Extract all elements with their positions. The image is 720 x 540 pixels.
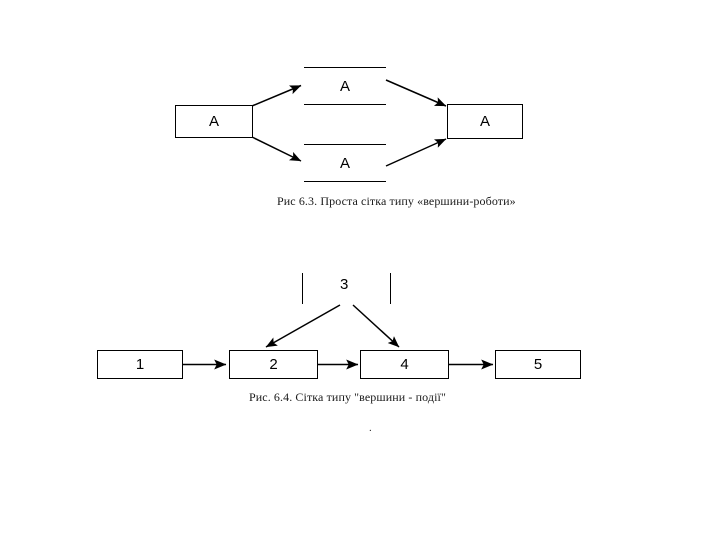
node-middle-bottom-a-label: A	[339, 154, 350, 172]
node-3-tick-right	[390, 273, 391, 304]
node-4[interactable]: 4	[360, 350, 449, 379]
node-1[interactable]: 1	[97, 350, 183, 379]
node-2-label: 2	[269, 356, 278, 373]
figure-6-4-caption: Рис. 6.4. Сітка типу "вершини - події"	[249, 390, 446, 404]
edge-start-to-top	[251, 84, 302, 107]
node-middle-top-a[interactable]: A	[304, 67, 386, 105]
edge-3-to-4	[352, 304, 400, 348]
node-2[interactable]: 2	[229, 350, 318, 379]
edge-3-to-2	[265, 304, 341, 348]
node-end-a[interactable]: A	[447, 104, 523, 139]
edge-top-to-end	[385, 79, 447, 107]
node-start-a[interactable]: A	[175, 105, 253, 138]
edge-start-to-bottom	[251, 136, 302, 162]
node-middle-top-a-label: A	[339, 77, 350, 95]
node-middle-bottom-a[interactable]: A	[304, 144, 386, 182]
node-start-a-label: A	[208, 113, 219, 130]
node-4-label: 4	[400, 356, 409, 373]
node-5[interactable]: 5	[495, 350, 581, 379]
node-3-tick-left	[302, 273, 303, 304]
node-3-label[interactable]: 3	[340, 276, 349, 293]
node-1-label: 1	[135, 356, 145, 373]
figure-6-3-caption: Рис 6.3. Проста сітка типу «вершини-робо…	[277, 194, 516, 208]
stray-punctuation-mark: .	[369, 422, 372, 434]
edge-bottom-to-end	[385, 138, 447, 167]
node-end-a-label: A	[479, 113, 490, 130]
node-5-label: 5	[533, 356, 543, 373]
